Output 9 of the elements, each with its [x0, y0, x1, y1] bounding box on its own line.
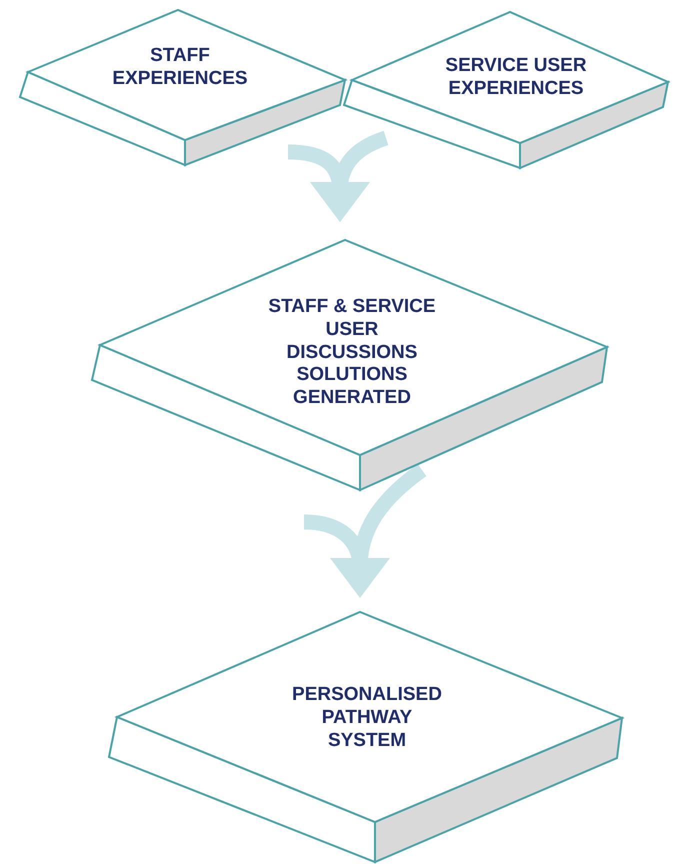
- platform-slab: [90, 238, 609, 492]
- slab-label: STAFF & SERVICE USER DISCUSSIONS SOLUTIONS GENERATED: [267, 296, 437, 410]
- platform-slab: [342, 10, 670, 170]
- slab-label: STAFF EXPERIENCES: [111, 45, 249, 91]
- platform-slab: [107, 610, 624, 864]
- platform-slab: [18, 8, 347, 167]
- curved-arrow: [310, 130, 389, 222]
- slab-label: SERVICE USER EXPERIENCES: [444, 55, 588, 101]
- slab-label: PERSONALISED PATHWAY SYSTEM: [291, 684, 443, 752]
